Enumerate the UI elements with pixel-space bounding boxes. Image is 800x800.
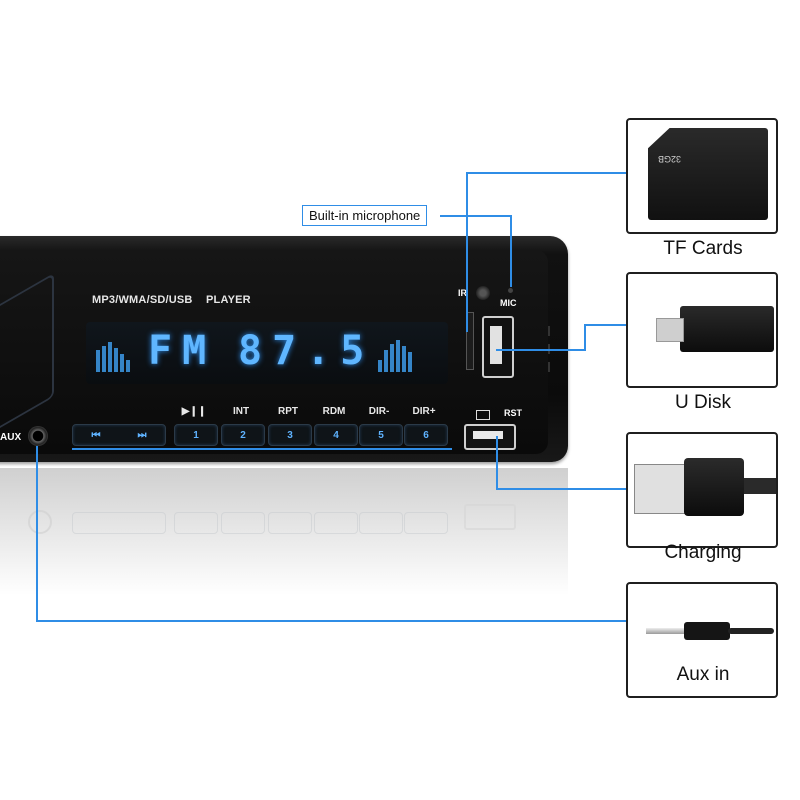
connector-line [496, 349, 586, 351]
usb-port-charging[interactable] [464, 424, 516, 450]
fn-label-dir-minus: DIR- [368, 406, 390, 417]
unit-reflection [0, 468, 568, 618]
eq-bar [114, 348, 118, 372]
preset-button-5[interactable]: 5 [359, 424, 403, 446]
charging-caption: Charging [664, 542, 742, 563]
reflected-aux-jack [28, 510, 52, 534]
usb-port-front[interactable] [482, 316, 514, 378]
rst-label: RST [504, 408, 522, 418]
connector-line [36, 446, 38, 622]
aux-plug-tip [646, 628, 686, 634]
previous-icon[interactable]: ⏮ [91, 429, 101, 441]
aux-caption: Aux in [676, 664, 730, 685]
connector-line [496, 488, 626, 490]
preset-button-6[interactable]: 6 [404, 424, 448, 446]
eq-bar [126, 360, 130, 372]
preset-button-1[interactable]: 1 [174, 424, 218, 446]
connector-line [496, 436, 498, 490]
eq-bar [108, 342, 112, 372]
aux-jack[interactable] [28, 426, 48, 446]
reflected-usb-port [464, 504, 516, 530]
model-label: MP3/WMA/SD/USB [92, 294, 193, 306]
fn-label-dir-plus: DIR+ [412, 406, 436, 417]
eq-bar [102, 346, 106, 372]
u-disk-caption: U Disk [675, 392, 731, 413]
microphone-hole [508, 288, 513, 293]
side-grille [548, 326, 550, 336]
reflected-button [72, 512, 166, 534]
eq-bar [396, 340, 400, 372]
reflected-button [174, 512, 218, 534]
sd-card-icon: 32GB [648, 128, 768, 220]
usb-stick-icon [680, 306, 774, 352]
side-grille [548, 362, 550, 372]
usb-cable-plug [634, 464, 686, 514]
preset-button-2[interactable]: 2 [221, 424, 265, 446]
button-backlight [72, 448, 452, 450]
fn-label-int: INT [232, 406, 250, 417]
lcd-frequency: 87.5 [238, 328, 375, 374]
lcd-band: FM [148, 328, 217, 374]
usb-stick-plug [656, 318, 684, 342]
equalizer-right [378, 336, 422, 376]
eq-bar [402, 346, 406, 372]
ir-sensor [476, 286, 490, 300]
ir-label: IR [458, 288, 467, 298]
eq-bar [120, 354, 124, 372]
microphone-callout: Built-in microphone [302, 205, 428, 226]
connector-line [510, 215, 512, 287]
reflected-button [221, 512, 265, 534]
mic-label: MIC [500, 298, 517, 308]
tf-card-box: 32GB [626, 118, 778, 234]
preset-button-4[interactable]: 4 [314, 424, 358, 446]
equalizer-left [96, 336, 136, 376]
connector-line [466, 172, 468, 332]
eq-bar [408, 352, 412, 372]
sd-capacity-label: 32GB [658, 154, 682, 164]
fn-label-rpt: RPT [278, 406, 298, 417]
player-label: PLAYER [206, 294, 251, 306]
u-disk-box [626, 272, 778, 388]
eq-bar [96, 350, 100, 372]
eq-bar [384, 350, 388, 372]
connector-line [466, 172, 626, 174]
next-icon[interactable]: ⏭ [137, 429, 147, 441]
tf-card-caption: TF Cards [663, 238, 743, 259]
connector-line [440, 215, 512, 217]
reflected-button [359, 512, 403, 534]
reflected-button [404, 512, 448, 534]
battery-icon [476, 410, 490, 420]
reflected-button [314, 512, 358, 534]
eq-bar [390, 344, 394, 372]
aux-label: AUX [0, 432, 22, 443]
charging-box [626, 432, 778, 548]
aux-box [626, 582, 778, 698]
aux-cable-cord [728, 628, 774, 634]
usb-cable-icon [684, 458, 744, 516]
preset-button-3[interactable]: 3 [268, 424, 312, 446]
prev-next-button[interactable]: ⏮ ⏭ [72, 424, 166, 446]
fn-label-rdm: RDM [322, 406, 346, 417]
connector-line [584, 324, 586, 351]
connector-line [36, 620, 626, 622]
tf-card-slot[interactable] [466, 312, 474, 370]
eq-bar [378, 360, 382, 372]
aux-cable-icon [684, 622, 730, 640]
reflected-button [268, 512, 312, 534]
connector-line [584, 324, 626, 326]
fn-label-play-pause: ▶❙❙ [181, 406, 207, 417]
usb-cable-cord [744, 478, 776, 494]
